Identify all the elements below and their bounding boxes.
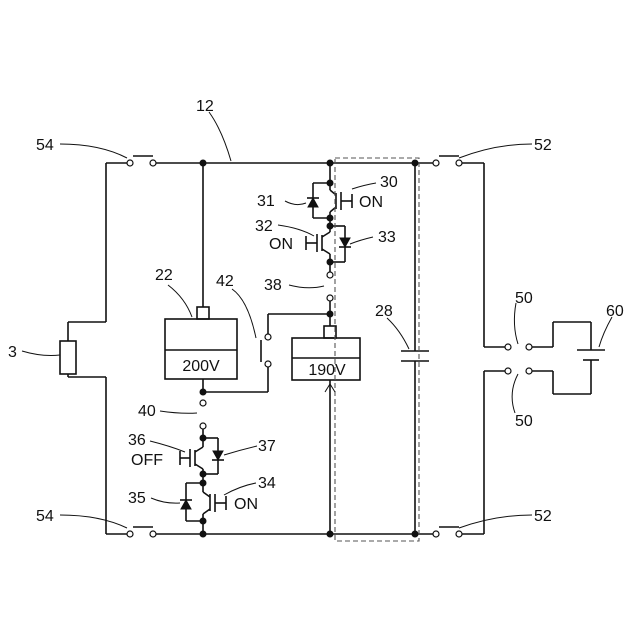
node-38-terminal-b <box>327 295 333 301</box>
battery-22-terminal <box>197 307 209 319</box>
fuse-3 <box>60 341 76 374</box>
label-34: 34 <box>258 475 276 492</box>
label-54-bottom: 54 <box>36 508 54 525</box>
connector-50-top[interactable] <box>505 344 532 350</box>
contact-52-top[interactable] <box>433 156 462 166</box>
switch-32[interactable] <box>306 226 330 254</box>
label-31: 31 <box>257 193 275 210</box>
node-38-terminal-a <box>327 272 333 278</box>
node-40-terminal-b <box>200 423 206 429</box>
state-switch-32: ON <box>269 236 293 253</box>
contact-54-bottom[interactable] <box>127 527 156 537</box>
label-22: 22 <box>155 267 173 284</box>
dashed-enclosure <box>335 158 419 541</box>
state-switch-36: OFF <box>131 452 163 469</box>
switch-30[interactable] <box>330 183 352 212</box>
label-3: 3 <box>8 344 17 361</box>
label-50-top: 50 <box>515 290 533 307</box>
connector-50-bottom[interactable] <box>505 368 532 374</box>
capacitor-28 <box>401 163 429 534</box>
contact-52-bottom[interactable] <box>433 527 462 537</box>
leader-lines <box>22 112 612 532</box>
charger-60-wires <box>532 322 591 394</box>
label-52-top: 52 <box>534 137 552 154</box>
label-60: 60 <box>606 303 624 320</box>
battery-190-terminal <box>324 326 336 338</box>
state-switch-30: ON <box>359 194 383 211</box>
label-35: 35 <box>128 490 146 507</box>
label-28: 28 <box>375 303 393 320</box>
diode-33 <box>330 226 351 262</box>
contact-54-top[interactable] <box>127 156 156 166</box>
label-30: 30 <box>380 174 398 191</box>
label-32: 32 <box>255 218 273 235</box>
diode-35 <box>180 483 203 521</box>
node-40-terminal-a <box>200 400 206 406</box>
switch-34[interactable] <box>203 483 226 514</box>
label-50-bottom: 50 <box>515 413 533 430</box>
right-frame-wires <box>462 163 505 534</box>
label-36: 36 <box>128 432 146 449</box>
label-12: 12 <box>196 98 214 115</box>
junction-dots <box>200 160 419 538</box>
battery-190-voltage: 190V <box>308 362 346 379</box>
label-40: 40 <box>138 403 156 420</box>
label-42: 42 <box>216 273 234 290</box>
charger-60 <box>577 350 605 360</box>
label-37: 37 <box>258 438 276 455</box>
state-switch-34: ON <box>234 496 258 513</box>
label-33: 33 <box>378 229 396 246</box>
diode-31 <box>307 183 330 218</box>
label-38: 38 <box>264 277 282 294</box>
label-52-bottom: 52 <box>534 508 552 525</box>
diode-37 <box>203 438 224 474</box>
battery-22-voltage: 200V <box>182 358 220 375</box>
label-54-top: 54 <box>36 137 54 154</box>
switch-36[interactable] <box>180 438 203 469</box>
left-frame-wires <box>68 163 127 534</box>
